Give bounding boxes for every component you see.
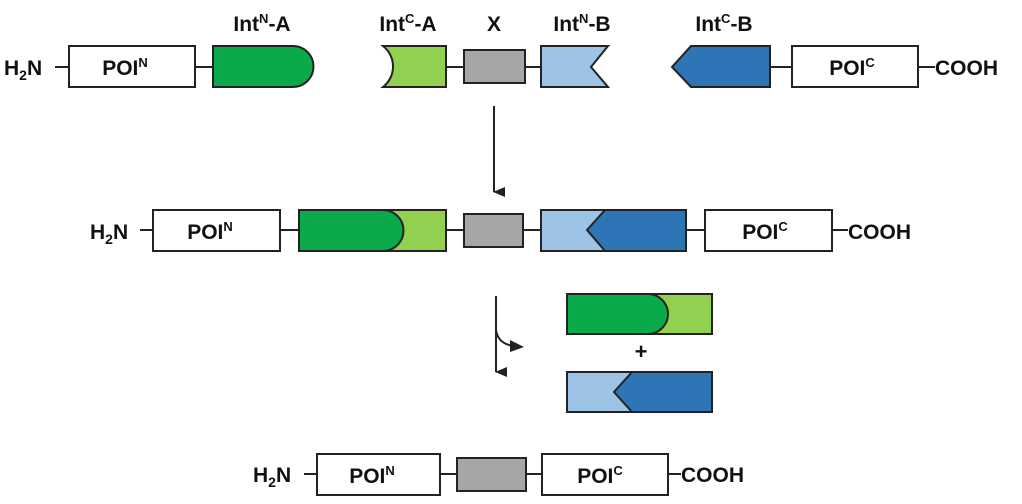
poi-n-box: [152, 209, 281, 252]
excision-arrowhead: [510, 340, 524, 352]
row-1-precursors: H2N POIN IntN-A IntC-A X IntN-B IntC-B P…: [4, 11, 998, 88]
int-c-b-domain: [585, 209, 687, 252]
excised-int-c-b: [612, 371, 713, 413]
plus-sign: +: [635, 339, 648, 364]
c-terminus-label: COOH: [848, 221, 911, 244]
n-terminus-label: H2N: [253, 464, 291, 490]
splicing-arrow: [495, 296, 524, 377]
poi-n-box: [316, 453, 441, 496]
c-terminus-label: COOH: [935, 57, 998, 80]
c-terminus-label: COOH: [681, 464, 744, 487]
poi-n-label: POIN: [102, 55, 148, 80]
int-c-b-label: IntC-B: [695, 11, 752, 36]
poi-c-box: [791, 45, 919, 88]
int-c-a-label: IntC-A: [379, 11, 436, 36]
x-linker-box: [456, 457, 527, 492]
row-2-complex: H2N POIN POIC COOH: [90, 209, 911, 252]
poi-c-label: POIC: [742, 219, 788, 244]
int-n-b-label: IntN-B: [553, 11, 610, 36]
int-c-b-domain: [670, 45, 771, 88]
n-terminus-label: H2N: [90, 221, 128, 247]
x-linker-box: [463, 49, 526, 84]
n-terminus-label: H2N: [4, 57, 42, 83]
x-label: X: [487, 13, 501, 36]
poi-c-label: POIC: [829, 55, 875, 80]
row-4-product: H2N POIN POIC COOH: [253, 453, 744, 496]
excised-inteins: +: [566, 293, 713, 413]
poi-n-label: POIN: [187, 219, 233, 244]
poi-c-box: [541, 453, 669, 496]
excised-int-n-a: [566, 293, 669, 335]
x-linker-box: [463, 213, 524, 248]
int-n-b-domain: [540, 45, 611, 88]
int-c-a-domain: [380, 45, 447, 88]
poi-c-label: POIC: [577, 463, 623, 488]
int-n-a-domain: [212, 45, 315, 88]
poi-n-label: POIN: [349, 463, 395, 488]
poi-c-box: [704, 209, 833, 252]
int-n-a-domain: [298, 209, 405, 252]
int-n-a-label: IntN-A: [233, 11, 290, 36]
